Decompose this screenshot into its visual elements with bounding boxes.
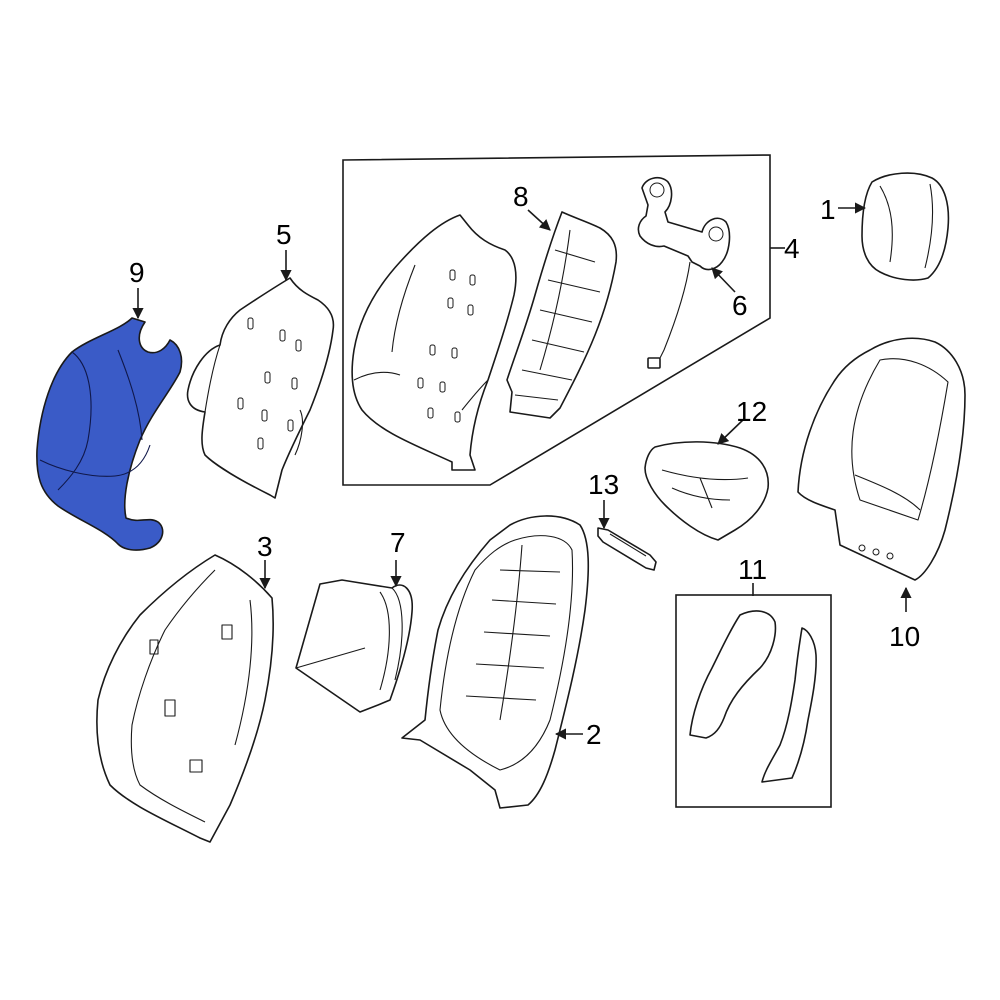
part-5-seat-back-pad[interactable] [186,277,335,499]
callout-6: 6 [732,290,748,321]
callout-8: 8 [513,181,529,212]
callout-12: 12 [736,396,767,427]
part-11-side-trim[interactable] [689,610,817,783]
callout-3: 3 [257,531,273,562]
callout-7: 7 [390,527,406,558]
callout-9: 9 [129,257,145,288]
part-2-seat-frame[interactable] [401,515,590,809]
callout-5: 5 [276,219,292,250]
part-6-lumbar-cable[interactable] [637,176,731,369]
callout-2: 2 [586,719,602,750]
callout-4: 4 [784,233,800,264]
part-3-back-frame[interactable] [96,554,274,843]
part-8-heater-mat[interactable] [506,211,618,419]
callout-13: 13 [588,469,619,500]
leader-lines [132,202,912,740]
part-9-seat-back-cover[interactable] [36,317,183,551]
callout-labels: 1 2 3 4 5 6 7 8 9 10 11 12 13 [129,181,920,750]
part-4-back-cushion[interactable] [351,214,517,471]
callout-11: 11 [738,554,767,585]
callout-1: 1 [820,194,836,225]
part-1-headrest[interactable] [861,172,950,281]
part-7-control-module[interactable] [295,579,413,713]
group-frame-4 [342,154,771,486]
part-12-trim-cover[interactable] [644,441,769,541]
part-13-bracket[interactable] [597,527,657,571]
part-10-back-panel[interactable] [797,337,966,581]
callout-10: 10 [889,621,920,652]
